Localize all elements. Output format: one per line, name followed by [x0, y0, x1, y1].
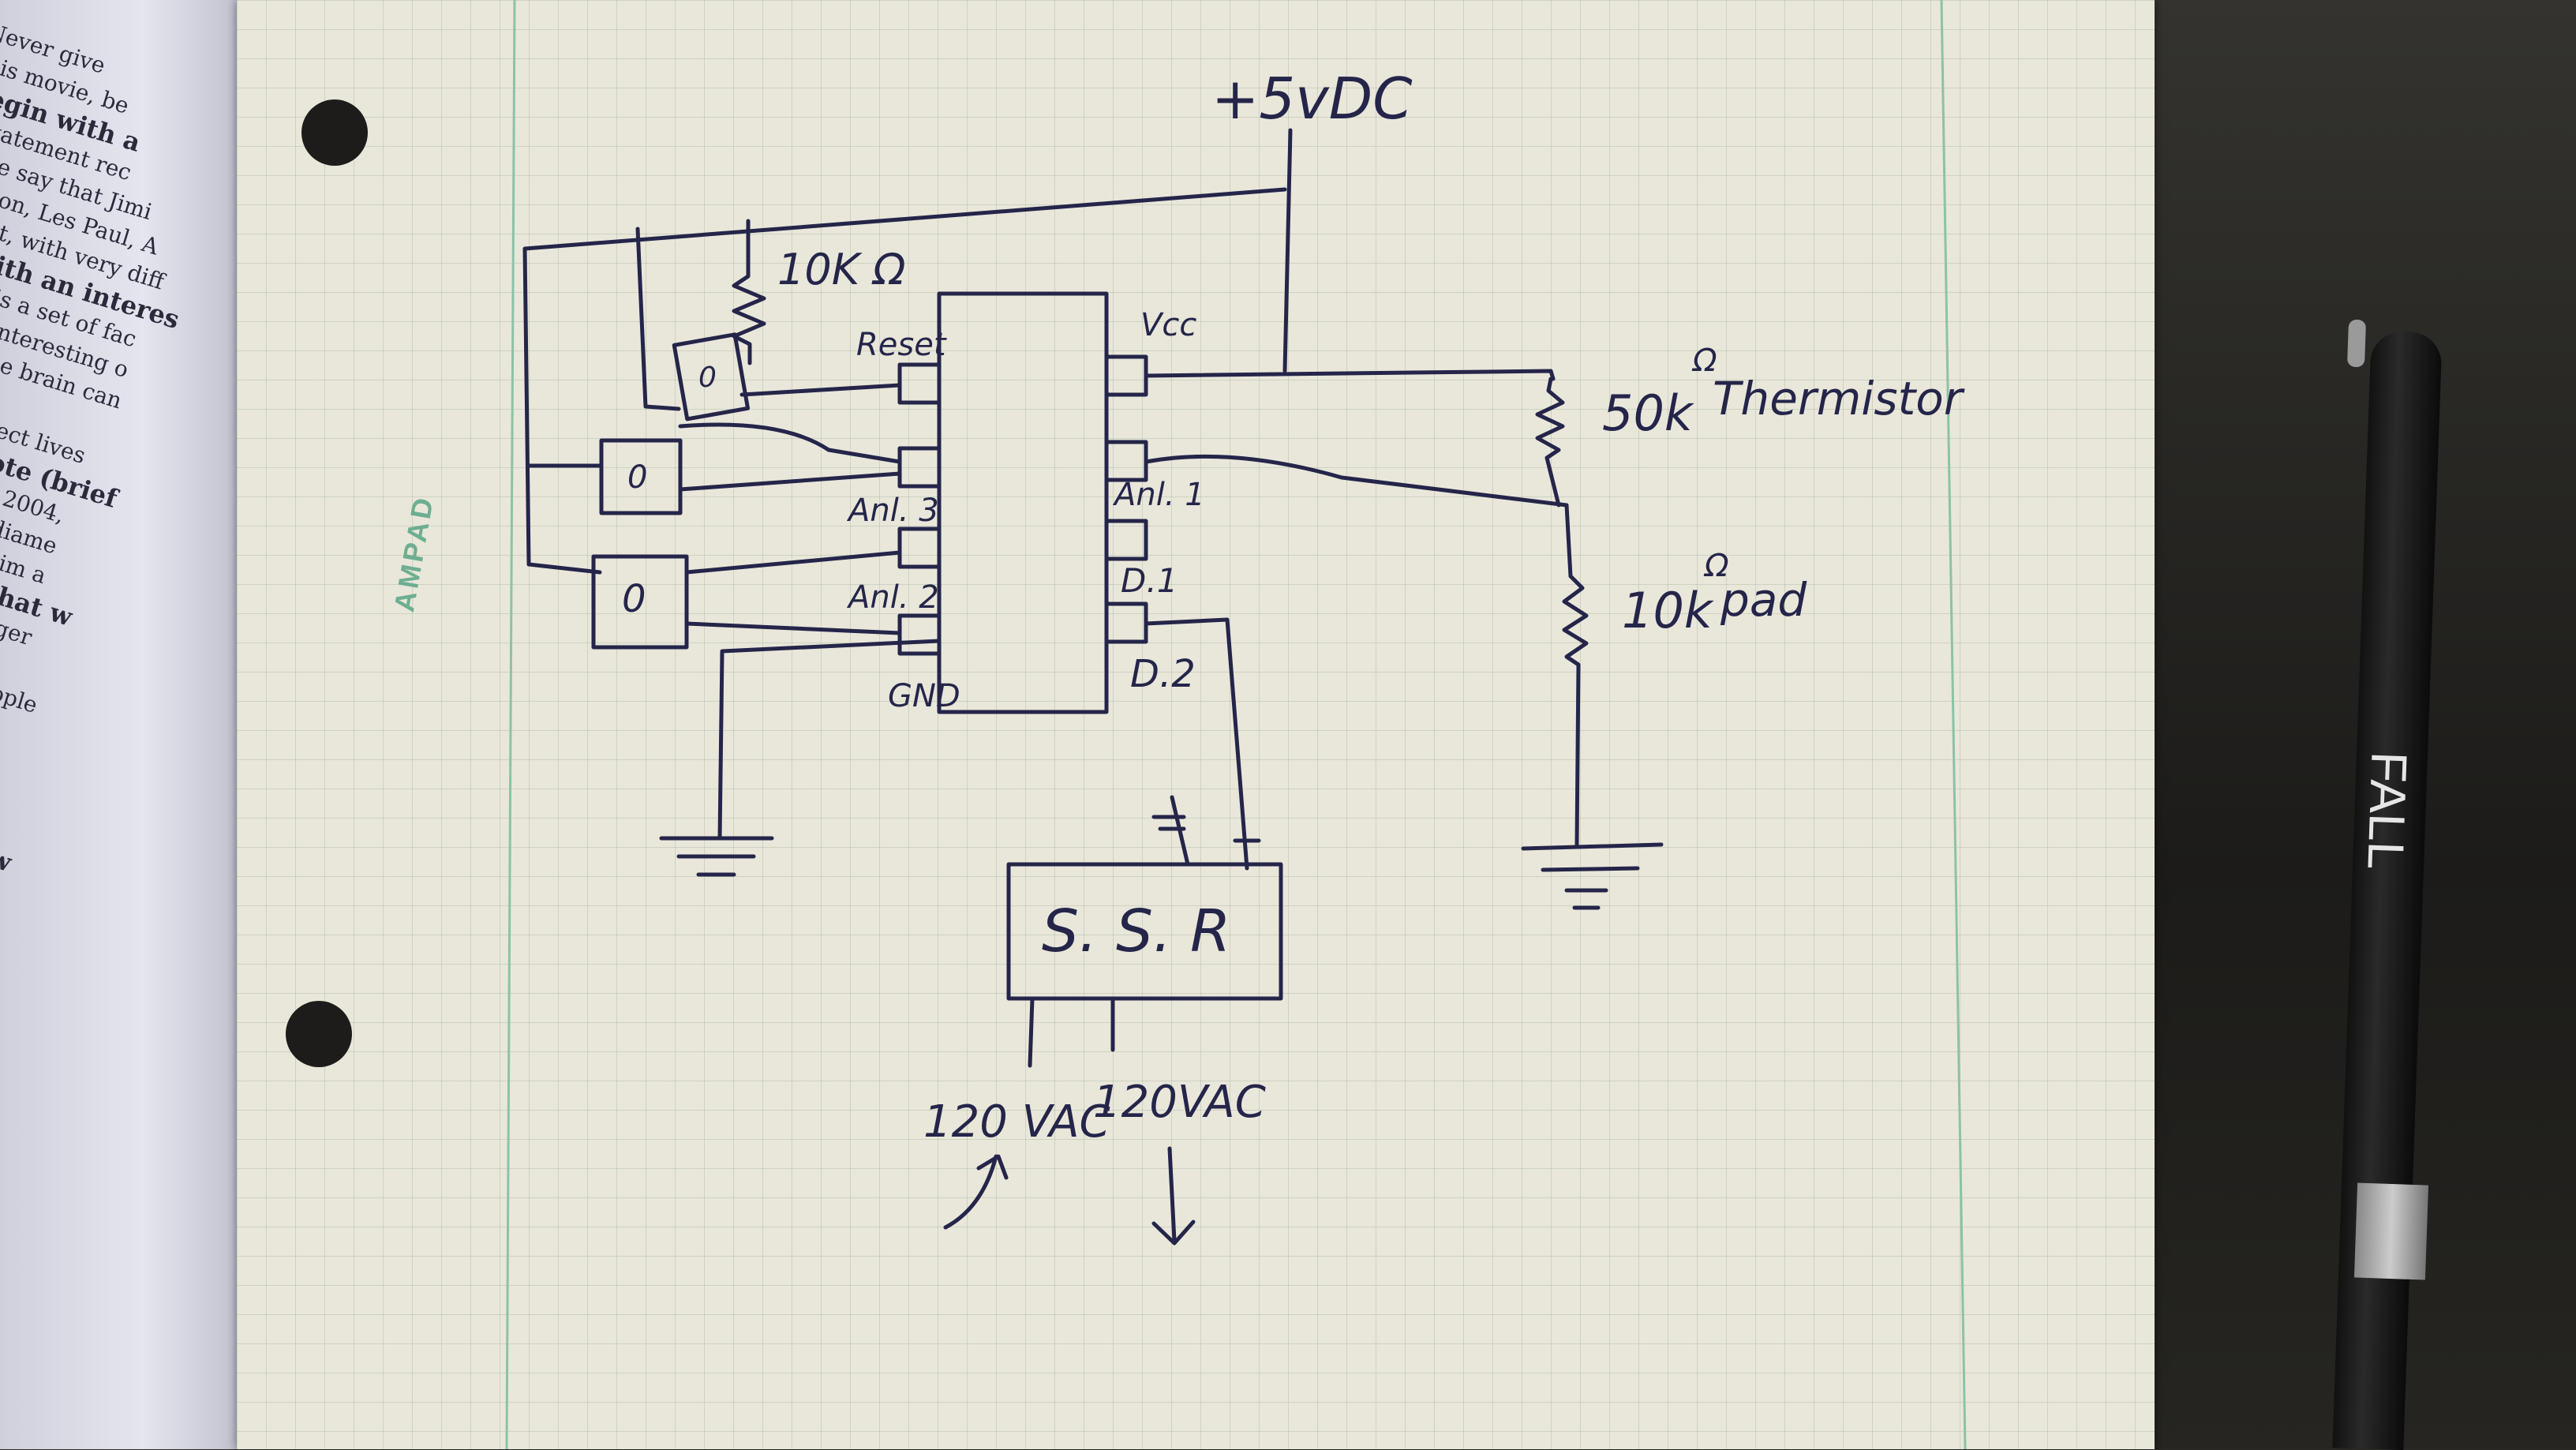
ground-symbol-right	[1521, 842, 1664, 910]
pad-resistor	[1562, 503, 1589, 847]
pushbutton-1-label: 0	[627, 459, 647, 496]
wire-d2	[1144, 617, 1249, 871]
thermistor-value: 50k	[1602, 384, 1694, 442]
pin-d1	[1104, 601, 1148, 644]
pin-anl1	[1104, 440, 1148, 482]
rail-to-button-top	[635, 227, 681, 411]
ssr-ac-leads	[1028, 996, 1115, 1068]
pin-label-anl1: Anl. 1	[1112, 477, 1205, 513]
ac-out-arrow	[1151, 1146, 1196, 1246]
pin-label-anl3: Anl. 3	[846, 493, 939, 529]
binder-hole-bottom	[286, 1001, 352, 1067]
pad-ohm: Ω	[1703, 548, 1729, 584]
pin-right-3	[1104, 519, 1148, 561]
microcontroller-chip	[937, 291, 1109, 714]
ssr-label: S. S. R	[1042, 897, 1230, 965]
solid-state-relay	[1006, 862, 1283, 1001]
pullup-resistor-label: 10K Ω	[777, 245, 906, 294]
thermistor	[1535, 377, 1565, 508]
ac-in-arrow	[943, 1154, 1009, 1230]
wire-button-1	[678, 422, 902, 464]
pin-left-2	[897, 446, 942, 489]
binder-hole-top	[301, 99, 368, 166]
pin-label-reset: Reset	[856, 327, 947, 363]
desk-background	[2087, 0, 2576, 1449]
pin-label-anl2: Anl. 2	[846, 579, 939, 616]
ac-out-label: 120VAC	[1093, 1077, 1266, 1128]
wire-button-2	[684, 550, 902, 575]
pin-anl3	[897, 526, 942, 569]
pushbutton-reset	[672, 332, 751, 422]
thermistor-ohm: Ω	[1691, 343, 1717, 379]
vcc-wire	[1144, 369, 1556, 381]
pin-vcc	[1104, 354, 1148, 397]
pin-label-d1: D.1	[1121, 561, 1178, 600]
wire-anl1	[1144, 454, 1569, 508]
pin-label-gnd: GND	[888, 678, 960, 714]
supply-label: +5vDC	[1211, 66, 1413, 132]
supply-wire	[1282, 128, 1293, 373]
pad-name: pad	[1720, 573, 1807, 627]
right-margin-line	[1940, 0, 1967, 1449]
wire-reset	[739, 383, 902, 397]
pushbutton-reset-label: 0	[698, 362, 717, 394]
pad-value: 10k	[1622, 582, 1714, 639]
pin-label-d2: D.2	[1130, 652, 1196, 696]
ssr-minus-mark	[1151, 795, 1190, 867]
top-rail-wire	[522, 187, 1287, 575]
pin-reset	[897, 362, 942, 405]
graph-paper: AMPAD	[237, 0, 2155, 1449]
pin-label-vcc: Vcc	[1140, 307, 1196, 343]
pushbutton-2-label: 0	[622, 577, 646, 621]
pushbutton-1	[599, 438, 683, 515]
left-margin-line	[505, 0, 516, 1449]
pin-anl2	[897, 613, 942, 656]
wire-button-2b	[684, 621, 902, 635]
thermistor-name: Thermistor	[1713, 372, 1965, 425]
pushbutton-2	[591, 554, 689, 650]
wire-button-1b	[678, 471, 902, 492]
ac-in-label: 120 VAC	[923, 1096, 1110, 1148]
ground-symbol-left	[659, 836, 774, 877]
pullup-resistor	[732, 219, 766, 365]
gnd-wire	[717, 639, 942, 841]
